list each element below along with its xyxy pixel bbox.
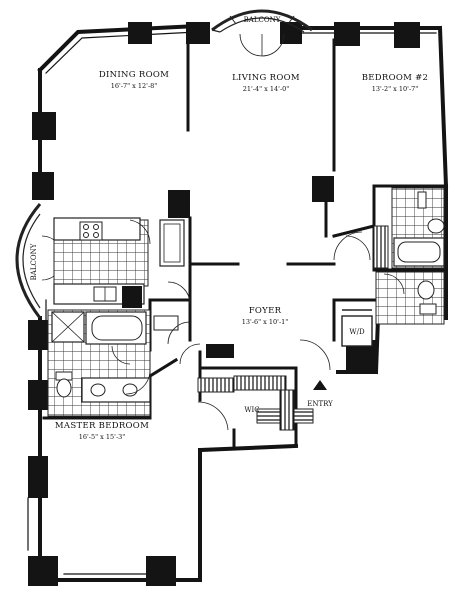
bath-2	[345, 187, 445, 269]
balcony-left-label: BALCONY	[30, 243, 38, 280]
structural-columns	[28, 22, 420, 586]
bedroom-2-dims: 13'-2" x 10'-7"	[372, 85, 419, 93]
kitchen	[53, 217, 191, 308]
master-bedroom-dims: 16'-5" x 15'-3"	[79, 433, 126, 441]
bedroom-2-name: BEDROOM #2	[362, 73, 429, 83]
dining-room-name: DINING ROOM	[99, 70, 169, 80]
wic-label: WIC	[244, 406, 259, 414]
foyer-name: FOYER	[249, 306, 282, 316]
master-bath	[47, 309, 179, 417]
entry-label: ENTRY	[307, 400, 333, 408]
cooktop	[79, 221, 103, 241]
living-room-name: LIVING ROOM	[232, 73, 300, 83]
master-bedroom-name: MASTER BEDROOM	[55, 421, 149, 431]
bath-3	[375, 271, 445, 325]
bath-3-toilet	[417, 280, 435, 300]
balcony-top-label: BALCONY	[244, 16, 281, 24]
living-room-dims: 21'-4" x 14'-0"	[243, 85, 290, 93]
entry-arrow-icon	[313, 380, 327, 390]
washer-dryer-closet	[341, 309, 373, 347]
balcony-top	[211, 9, 313, 57]
washer-dryer-label: W/D	[349, 328, 365, 336]
walk-in-closet	[197, 375, 314, 431]
doors	[167, 231, 363, 431]
master-toilet	[56, 378, 72, 398]
dining-room-dims: 16'-7" x 12'-8"	[111, 82, 158, 90]
bath-2-toilet	[427, 218, 445, 234]
foyer-dims: 13'-6" x 10'-1"	[242, 318, 289, 326]
